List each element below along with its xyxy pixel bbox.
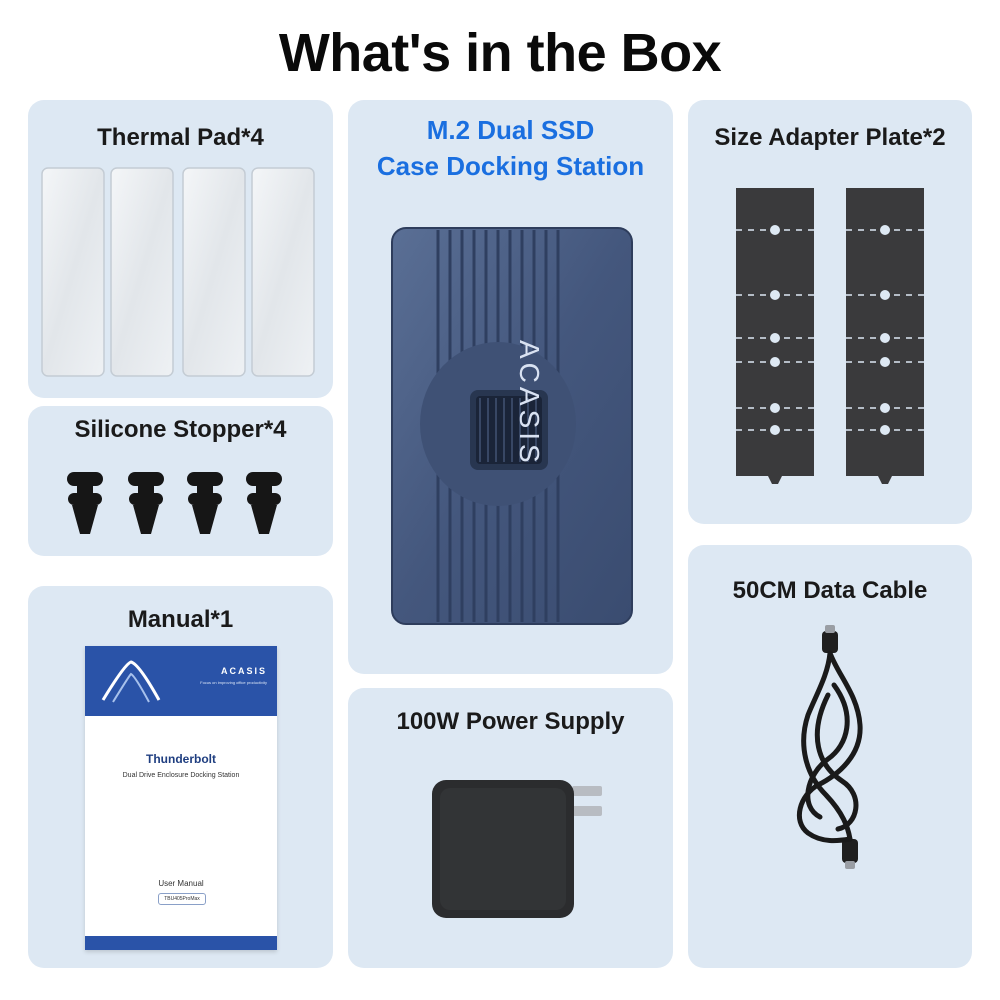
manual-cover-header: ACASIS Focus on improving office product… bbox=[85, 646, 277, 716]
docking-station-card: M.2 Dual SSD Case Docking Station bbox=[348, 100, 673, 674]
data-cable-label: 50CM Data Cable bbox=[732, 577, 928, 604]
manual-brand: ACASIS bbox=[220, 666, 267, 676]
silicone-stopper-image bbox=[67, 472, 282, 534]
thermal-pad-card: Thermal Pad*4 bbox=[28, 100, 333, 398]
silicone-stopper-card: Silicone Stopper*4 bbox=[28, 406, 333, 556]
adapter-plate-card: Size Adapter Plate*2 bbox=[688, 100, 972, 524]
data-cable-image bbox=[796, 625, 863, 869]
power-supply-label: 100W Power Supply bbox=[396, 708, 625, 735]
docking-station-image bbox=[391, 227, 633, 625]
manual-booklet: ACASIS Focus on improving office product… bbox=[85, 646, 277, 950]
manual-card: Manual*1 ACASIS Focus on improving offic… bbox=[28, 586, 333, 968]
docking-station-brand: ACASIS bbox=[514, 340, 545, 467]
docking-station-label-line1: M.2 Dual SSD bbox=[426, 115, 595, 145]
power-supply-image bbox=[432, 780, 602, 918]
manual-doc-type: User Manual bbox=[158, 879, 204, 888]
manual-tagline: Focus on improving office productivity bbox=[200, 680, 267, 685]
manual-product-title: Thunderbolt bbox=[146, 752, 216, 766]
manual-label: Manual*1 bbox=[127, 606, 234, 633]
thermal-pad-label: Thermal Pad*4 bbox=[97, 124, 264, 151]
manual-model: TBU405ProMax bbox=[164, 896, 200, 902]
manual-logo-mark bbox=[101, 660, 161, 703]
thermal-pad-image bbox=[41, 167, 315, 377]
adapter-plate-label: Size Adapter Plate*2 bbox=[714, 124, 946, 151]
manual-product-subtitle: Dual Drive Enclosure Docking Station bbox=[122, 772, 240, 779]
silicone-stopper-label: Silicone Stopper*4 bbox=[74, 416, 287, 443]
power-supply-card: 100W Power Supply bbox=[348, 688, 673, 968]
data-cable-card: 50CM Data Cable bbox=[688, 545, 972, 968]
adapter-plate-image bbox=[736, 188, 924, 484]
manual-cover-footer bbox=[85, 936, 277, 950]
page-title: What's in the Box bbox=[278, 23, 722, 83]
manual-model-badge: TBU405ProMax bbox=[158, 893, 206, 905]
docking-station-label-line2: Case Docking Station bbox=[376, 151, 645, 181]
